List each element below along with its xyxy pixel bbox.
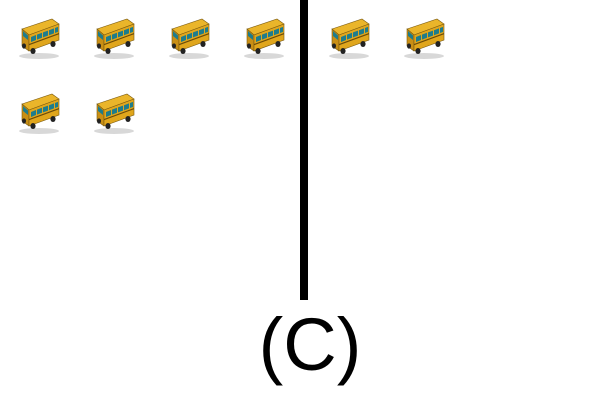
vertical-divider <box>300 0 308 300</box>
figure-label: (C) <box>258 303 362 386</box>
school-bus-icon <box>401 15 447 61</box>
school-bus-icon <box>16 90 62 136</box>
school-bus-icon <box>91 15 137 61</box>
school-bus-icon <box>166 15 212 61</box>
school-bus-icon <box>326 15 372 61</box>
school-bus-icon <box>16 15 62 61</box>
school-bus-icon <box>91 90 137 136</box>
school-bus-icon <box>241 15 287 61</box>
